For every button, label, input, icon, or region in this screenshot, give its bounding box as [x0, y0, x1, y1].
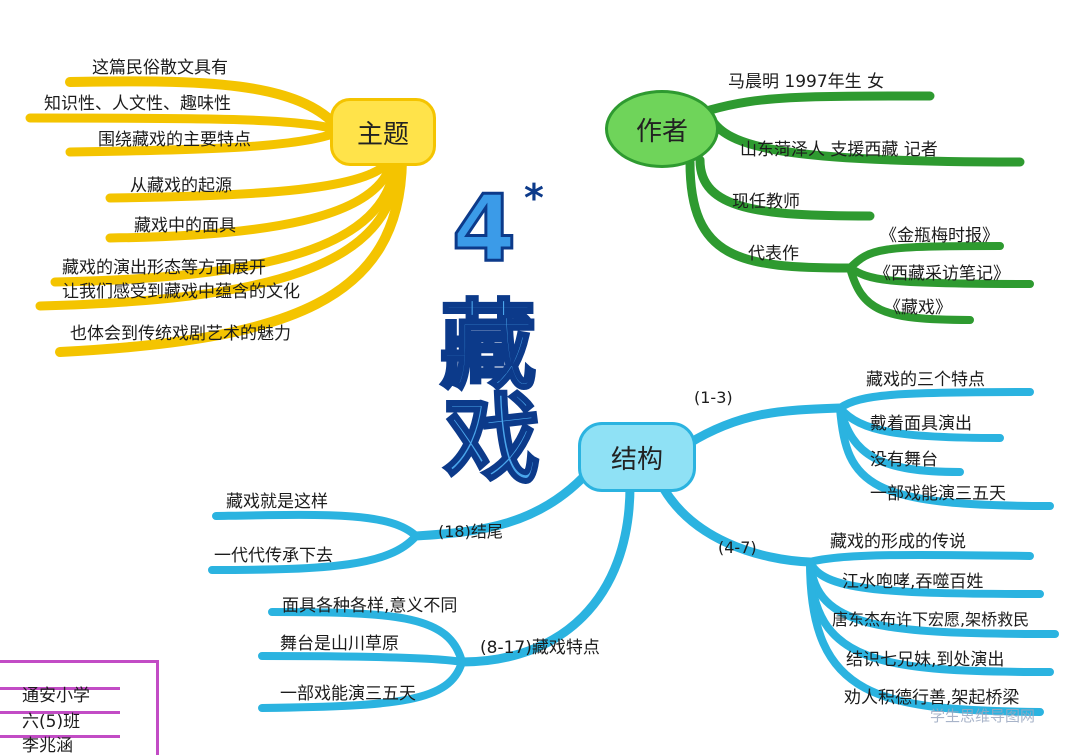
theme-item: 让我们感受到藏戏中蕴含的文化	[62, 282, 300, 302]
structure-label-2: (4-7)	[718, 538, 757, 557]
author-hub: 作者	[605, 90, 719, 168]
theme-item: 这篇民俗散文具有	[92, 58, 228, 78]
class-name: 六(5)班	[22, 712, 81, 732]
structure-hub: 结构	[578, 422, 696, 492]
theme-item: 藏戏的演出形态等方面展开	[62, 258, 266, 278]
author-item: 山东菏泽人 支援西藏 记者	[740, 140, 938, 160]
author-item: 马晨明 1997年生 女	[728, 72, 885, 92]
structure-item: 劝人积德行善,架起桥梁	[844, 688, 1020, 708]
lesson-number: 4	[450, 174, 517, 284]
structure-item: 江水咆哮,吞噬百姓	[842, 572, 984, 592]
structure-label-3: (8-17)藏戏特点	[480, 638, 600, 658]
author-work: 《藏戏》	[884, 298, 952, 318]
structure-item: 结识七兄妹,到处演出	[846, 650, 1005, 670]
structure-item: 一部戏能演三五天	[280, 684, 416, 704]
lesson-star: *	[524, 176, 544, 220]
theme-branches	[25, 76, 407, 357]
author-item: 现任教师	[732, 192, 800, 212]
theme-hub: 主题	[330, 98, 436, 166]
structure-item: 一部戏能演三五天	[870, 484, 1006, 504]
theme-item: 也体会到传统戏剧艺术的魅力	[70, 324, 291, 344]
author-work: 《西藏采访笔记》	[874, 264, 1010, 284]
structure-item: 藏戏的三个特点	[866, 370, 985, 390]
watermark: 学生思维导图网	[930, 707, 1036, 725]
structure-label-4: (18)结尾	[438, 522, 503, 541]
author-item: 代表作	[748, 244, 799, 264]
theme-item: 知识性、人文性、趣味性	[44, 94, 231, 114]
student-info-box: 通安小学 六(5)班 李兆涵	[0, 660, 159, 756]
structure-label-1: (1-3)	[694, 388, 733, 407]
school-name: 通安小学	[22, 686, 90, 706]
theme-item: 从藏戏的起源	[130, 176, 232, 196]
structure-item: 戴着面具演出	[870, 414, 972, 434]
structure-item: 藏戏的形成的传说	[830, 532, 966, 552]
divider	[0, 735, 120, 738]
author-branches	[685, 91, 1034, 324]
structure-branches	[208, 388, 1059, 716]
theme-item: 藏戏中的面具	[134, 216, 236, 236]
author-work: 《金瓶梅时报》	[880, 226, 999, 246]
structure-item: 没有舞台	[870, 450, 938, 470]
structure-item: 唐东杰布许下宏愿,架桥救民	[832, 610, 1030, 629]
theme-item: 围绕藏戏的主要特点	[98, 130, 251, 150]
structure-item: 一代代传承下去	[214, 546, 333, 566]
divider	[0, 711, 120, 714]
student-name: 李兆涵	[22, 736, 73, 756]
structure-item: 面具各种各样,意义不同	[282, 596, 458, 616]
structure-item: 藏戏就是这样	[226, 492, 328, 512]
divider	[0, 687, 120, 690]
title-char-1: 藏	[439, 288, 538, 404]
title-char-2: 戏	[443, 382, 542, 498]
structure-item: 舞台是山川草原	[280, 634, 399, 654]
